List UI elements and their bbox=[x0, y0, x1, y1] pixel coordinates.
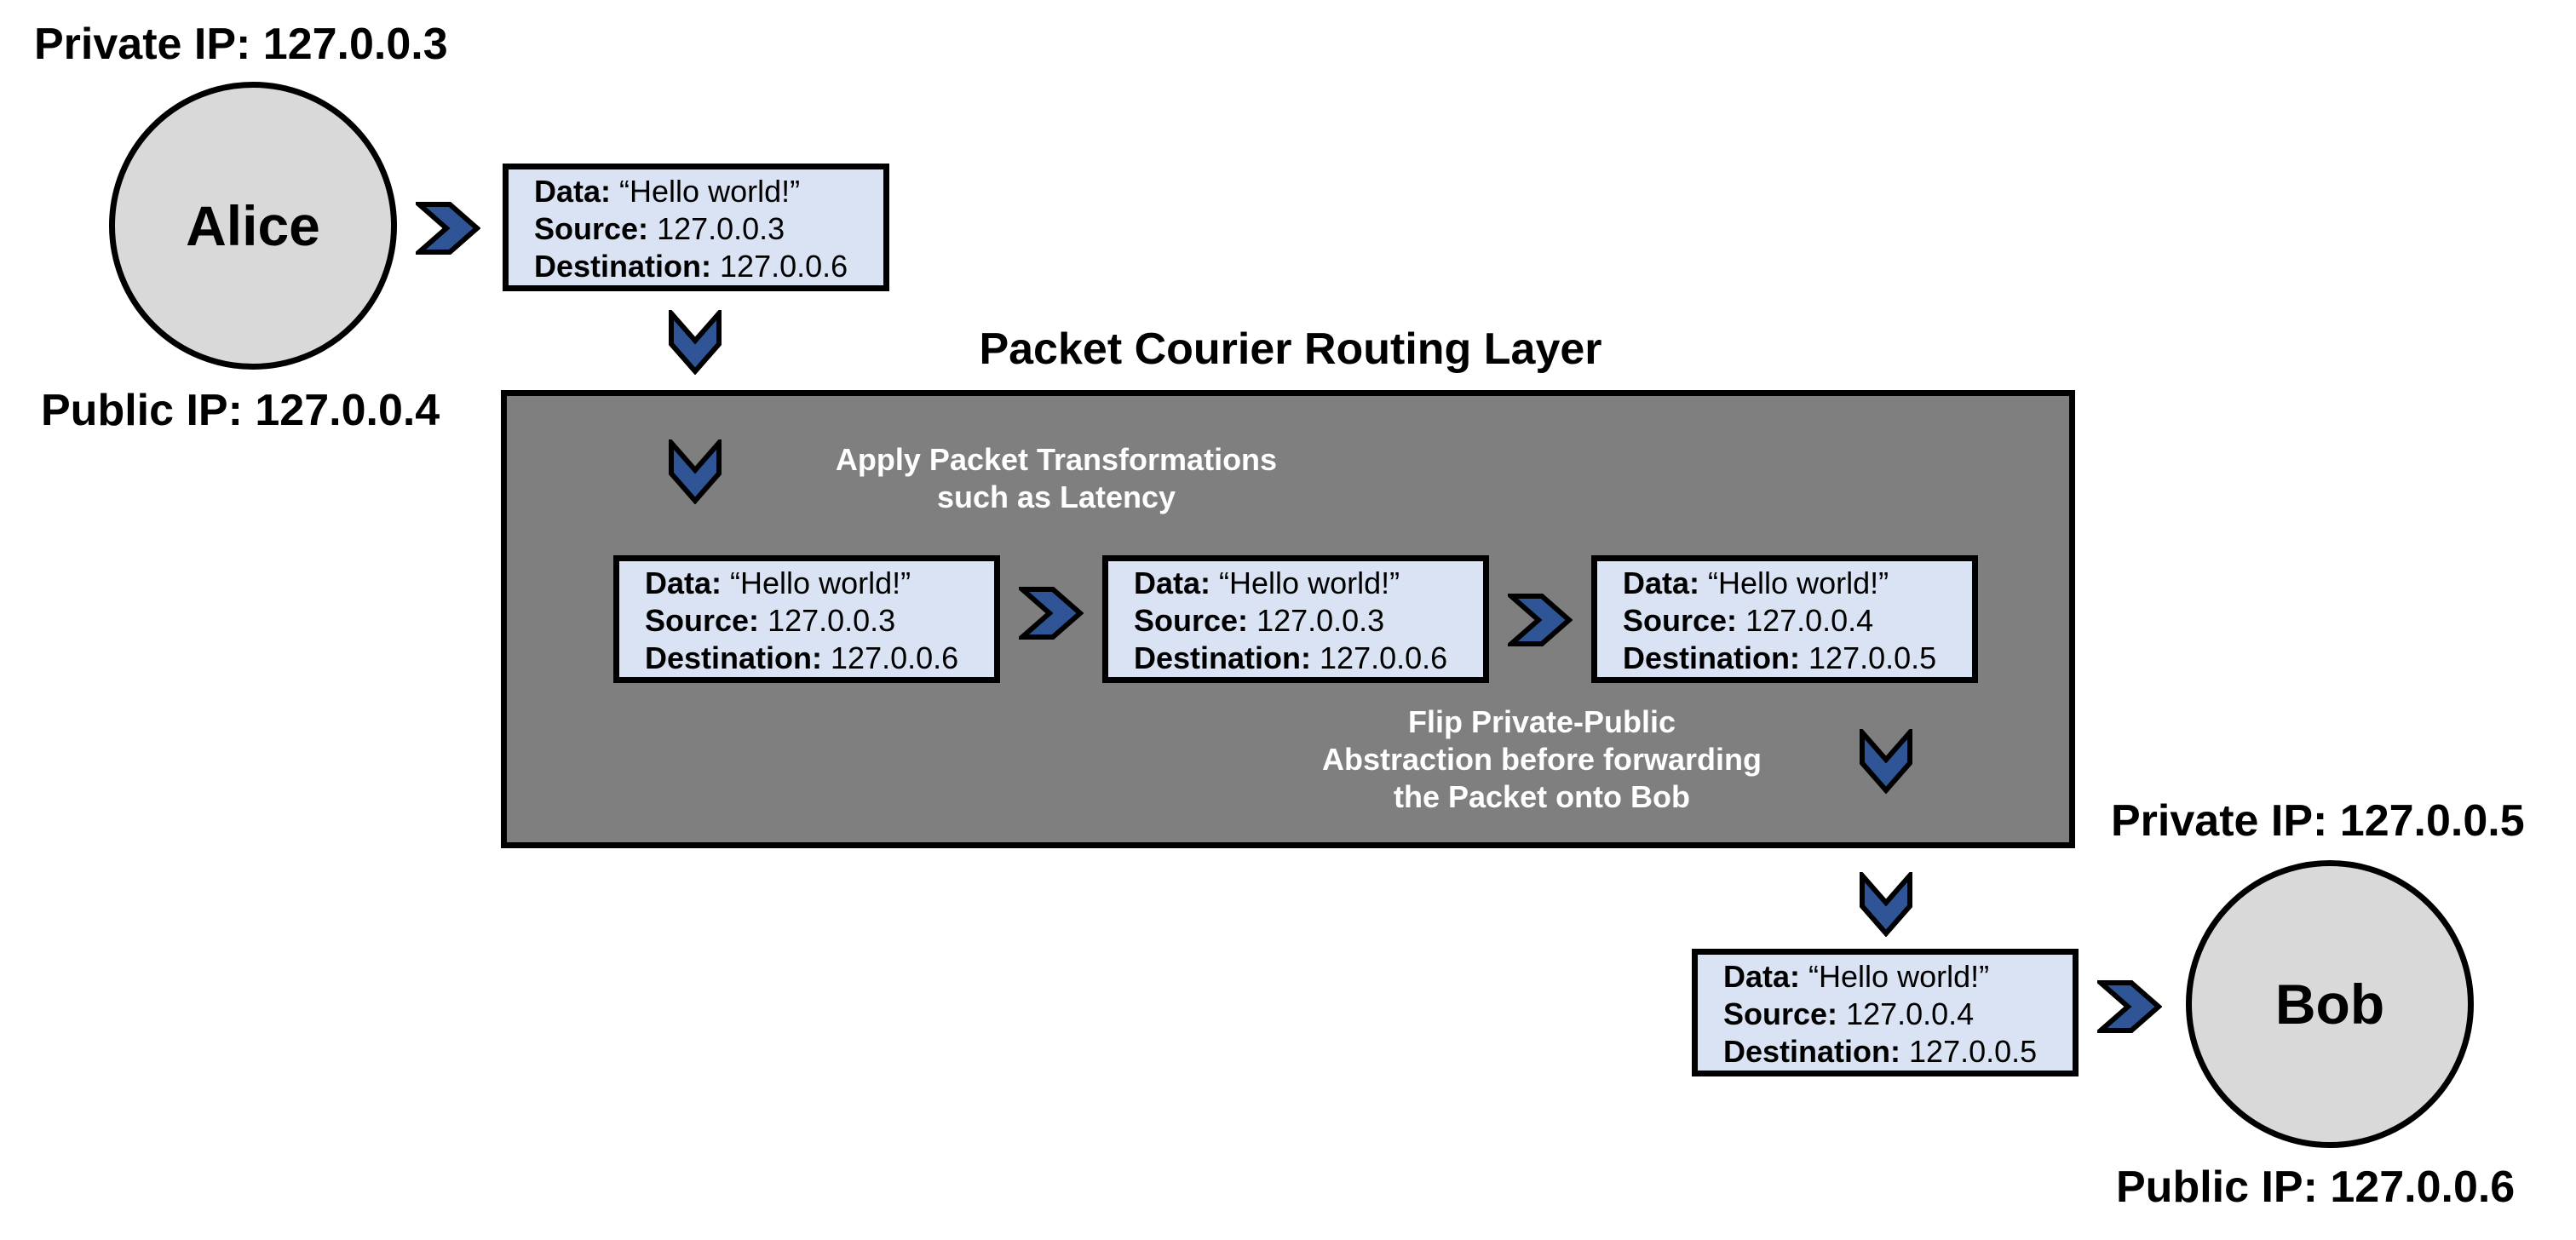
packet-destination-value: 127.0.0.5 bbox=[1808, 640, 1937, 675]
packet-data-value: “Hello world!” bbox=[730, 565, 911, 600]
transform-note-line: Apply Packet Transformations bbox=[835, 442, 1278, 477]
transform-note-line: such as Latency bbox=[936, 479, 1176, 514]
alice-private-ip: Private IP: 127.0.0.3 bbox=[34, 20, 448, 69]
flip-note: Flip Private-Public Abstraction before f… bbox=[1278, 703, 1806, 816]
bob-private-ip: Private IP: 127.0.0.5 bbox=[2111, 796, 2525, 846]
flip-note-line: Flip Private-Public bbox=[1407, 704, 1676, 739]
packet-source-label: Source: bbox=[645, 603, 760, 638]
packet-destination-value: 127.0.0.5 bbox=[1909, 1034, 2038, 1069]
packet-transformed: Data: “Hello world!” Source: 127.0.0.3 D… bbox=[1102, 555, 1489, 683]
packet-source-value: 127.0.0.3 bbox=[657, 211, 785, 246]
alice-public-ip: Public IP: 127.0.0.4 bbox=[41, 386, 440, 435]
packet-source-label: Source: bbox=[1623, 603, 1738, 638]
bob-node: Bob bbox=[2186, 860, 2474, 1148]
packet-delivered: Data: “Hello world!” Source: 127.0.0.4 D… bbox=[1692, 949, 2079, 1076]
packet-destination-value: 127.0.0.6 bbox=[720, 249, 848, 284]
chevron-down-icon bbox=[1859, 872, 1913, 937]
packet-destination-value: 127.0.0.6 bbox=[1320, 640, 1448, 675]
chevron-right-icon bbox=[1019, 586, 1084, 640]
bob-public-ip: Public IP: 127.0.0.6 bbox=[2116, 1162, 2516, 1212]
chevron-down-icon bbox=[1859, 729, 1913, 794]
packet-data-label: Data: bbox=[1623, 565, 1700, 600]
packet-original: Data: “Hello world!” Source: 127.0.0.3 D… bbox=[503, 164, 889, 291]
packet-source-label: Source: bbox=[1134, 603, 1249, 638]
packet-data-value: “Hello world!” bbox=[1708, 565, 1889, 600]
packet-data-label: Data: bbox=[534, 174, 612, 209]
packet-flipped: Data: “Hello world!” Source: 127.0.0.4 D… bbox=[1591, 555, 1978, 683]
packet-data-value: “Hello world!” bbox=[619, 174, 801, 209]
bob-name: Bob bbox=[2274, 973, 2385, 1036]
packet-data-label: Data: bbox=[1723, 959, 1801, 994]
transform-note: Apply Packet Transformations such as Lat… bbox=[784, 441, 1329, 516]
packet-data-value: “Hello world!” bbox=[1808, 959, 1990, 994]
packet-source-label: Source: bbox=[534, 211, 649, 246]
packet-data-label: Data: bbox=[1134, 565, 1211, 600]
packet-source-label: Source: bbox=[1723, 996, 1838, 1031]
packet-source-value: 127.0.0.3 bbox=[768, 603, 896, 638]
alice-node: Alice bbox=[109, 82, 397, 370]
flip-note-line: Abstraction before forwarding bbox=[1321, 742, 1762, 777]
packet-data-label: Data: bbox=[645, 565, 722, 600]
packet-source-value: 127.0.0.4 bbox=[1846, 996, 1975, 1031]
chevron-right-icon bbox=[1508, 593, 1573, 647]
chevron-right-icon bbox=[416, 201, 480, 255]
packet-source-value: 127.0.0.4 bbox=[1745, 603, 1874, 638]
packet-destination-label: Destination: bbox=[1623, 640, 1801, 675]
packet-destination-label: Destination: bbox=[1723, 1034, 1901, 1069]
packet-destination-label: Destination: bbox=[645, 640, 823, 675]
flip-note-line: the Packet onto Bob bbox=[1393, 779, 1691, 814]
packet-destination-value: 127.0.0.6 bbox=[831, 640, 959, 675]
chevron-down-icon bbox=[668, 439, 722, 504]
chevron-down-icon bbox=[668, 310, 722, 375]
alice-name: Alice bbox=[186, 194, 320, 257]
packet-source-value: 127.0.0.3 bbox=[1256, 603, 1385, 638]
packet-received: Data: “Hello world!” Source: 127.0.0.3 D… bbox=[613, 555, 1000, 683]
packet-destination-label: Destination: bbox=[534, 249, 712, 284]
packet-destination-label: Destination: bbox=[1134, 640, 1312, 675]
routing-layer-title: Packet Courier Routing Layer bbox=[979, 324, 1602, 374]
chevron-right-icon bbox=[2097, 979, 2162, 1034]
packet-data-value: “Hello world!” bbox=[1219, 565, 1400, 600]
